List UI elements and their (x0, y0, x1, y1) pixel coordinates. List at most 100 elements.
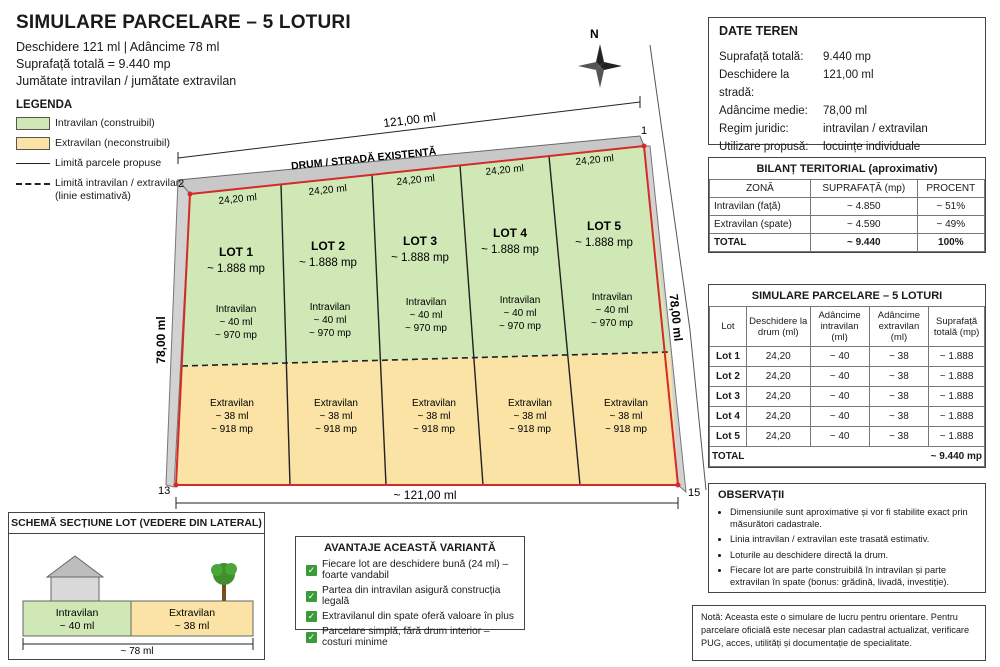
table-header-cell: PROCENT (916, 179, 986, 198)
lot-2-name: LOT 2 (311, 239, 345, 253)
frontage-lot-1: 24,20 ml (218, 192, 257, 207)
legend-label-intravilan: Intravilan (construibil) (55, 117, 155, 129)
table-cell: ~ 4.850 (809, 197, 918, 216)
lot-4-intra-1: ~ 40 ml (503, 308, 536, 319)
lot-4-labels: LOT 4 ~ 1.888 mp Intravilan ~ 40 ml ~ 97… (481, 226, 552, 435)
lot-1-intra-0: Intravilan (216, 304, 257, 315)
lot-5-intra-2: ~ 970 mp (591, 318, 633, 329)
table-cell: ~ 38 (868, 366, 930, 387)
table-cell: ~ 40 (809, 386, 870, 407)
frontage-lot-2: 24,20 ml (308, 183, 347, 198)
lot-5-intra-0: Intravilan (592, 292, 633, 303)
observatii-title: OBSERVAȚII (718, 489, 785, 501)
lot-5-intra-1: ~ 40 ml (595, 305, 628, 316)
lot-5-labels: LOT 5 ~ 1.888 mp Intravilan ~ 40 ml ~ 97… (575, 219, 648, 435)
lot-2-intra-0: Intravilan (310, 302, 351, 313)
table-header-cell: Adâncime intravilan (ml) (809, 306, 870, 347)
dim-bottom-label: ~ 121,00 ml (393, 488, 456, 502)
lot-2-labels: LOT 2 ~ 1.888 mp Intravilan ~ 40 ml ~ 97… (299, 239, 358, 435)
date-value: 9.440 mp (823, 51, 871, 63)
date-teren-row: Deschidere la stradă:121,00 ml (719, 66, 975, 102)
section-dim-line (22, 638, 254, 650)
legend-limit-line-1: Limită intravilan / extravilan (55, 177, 182, 189)
corner-marker-15 (675, 482, 681, 488)
table-cell: ~ 40 (809, 366, 870, 387)
table-cell: ~ 1.888 (928, 426, 985, 447)
table-cell: 24,20 (745, 426, 811, 447)
table-cell: 24,20 (745, 366, 811, 387)
bilant-panel: BILANȚ TERITORIAL (aproximativ) ZONĂ SUP… (708, 157, 986, 253)
table-cell: ~ 9.440 mp (746, 446, 986, 467)
divider-3-4 (459, 164, 484, 486)
legend-item-limit-parcels: Limită parcele propuse (16, 157, 186, 170)
lot-3-intra-0: Intravilan (406, 297, 447, 308)
divider-4-5 (548, 155, 581, 486)
table-cell: ~ 38 (868, 426, 930, 447)
lot-3-extra-2: ~ 918 mp (413, 424, 455, 435)
table-cell: ~ 1.888 (928, 366, 985, 387)
legend-label-limit-line: Limită intravilan / extravilan (linie es… (55, 177, 182, 203)
table-cell: ~ 38 (868, 346, 930, 367)
table-cell: ~ 40 (809, 346, 870, 367)
left-strip (165, 178, 191, 488)
lot-5-area: ~ 1.888 mp (575, 237, 633, 249)
frontage-lot-5: 24,20 ml (575, 153, 614, 168)
corner-marker-1 (641, 143, 647, 149)
dim-top-label: 121,00 ml (383, 110, 437, 130)
date-key: Deschidere la stradă: (719, 69, 790, 99)
list-item: ✓Parcelare simplă, fără drum interior – … (306, 626, 514, 648)
table-cell: 24,20 (745, 386, 811, 407)
table-cell: ~ 38 (868, 386, 930, 407)
table-cell: 24,20 (745, 406, 811, 427)
table-cell: Extravilan (spate) (709, 215, 811, 234)
frontage-labels: 24,20 ml 24,20 ml 24,20 ml 24,20 ml 24,2… (218, 153, 614, 207)
compass-icon: N (578, 27, 622, 88)
lot-4-extra-1: ~ 38 ml (513, 411, 546, 422)
date-value: intravilan / extravilan (823, 123, 928, 135)
avantaje-text: Parcelare simplă, fără drum interior – c… (322, 626, 490, 648)
lot-4-name: LOT 4 (493, 226, 527, 240)
simulare-title: SIMULARE PARCELARE – 5 LOTURI (751, 290, 943, 302)
table-cell: Lot 1 (709, 346, 747, 367)
lot-5-name: LOT 5 (587, 219, 621, 233)
bilant-title: BILANȚ TERITORIAL (aproximativ) (756, 163, 938, 175)
sectiune-panel: SCHEMĂ SECȚIUNE LOT (VEDERE DIN LATERAL)… (8, 512, 265, 660)
section-total-depth: ~ 78 ml (120, 646, 153, 657)
corner-marker-2 (187, 191, 193, 197)
date-teren-row: Adâncime medie:78,00 ml (719, 102, 975, 120)
section-intravilan-block (22, 600, 132, 637)
list-item: Loturile au deschidere directă la drum. (730, 550, 976, 562)
checkmark-icon: ✓ (306, 611, 317, 622)
lot-1-labels: LOT 1 ~ 1.888 mp Intravilan ~ 40 ml ~ 97… (207, 245, 265, 435)
table-row: Intravilan (față) ~ 4.850 ~ 51% (709, 197, 986, 216)
date-teren-title: DATE TEREN (719, 24, 798, 38)
legend-item-extravilan: Extravilan (neconstruibil) (16, 137, 186, 150)
legend: LEGENDA Intravilan (construibil) Extravi… (16, 99, 186, 210)
lot-1-area: ~ 1.888 mp (207, 263, 265, 275)
observatii-panel: OBSERVAȚII Dimensiunile sunt aproximativ… (708, 483, 986, 593)
date-teren-panel: DATE TEREN Suprafață totală:9.440 mp Des… (708, 17, 986, 153)
lot-1-extra-2: ~ 918 mp (211, 424, 253, 435)
table-row: Extravilan (spate) ~ 4.590 ~ 49% (709, 215, 986, 234)
lot-1-name: LOT 1 (219, 245, 253, 259)
section-intravilan-depth: ~ 40 ml (60, 620, 95, 632)
table-cell: ~ 1.888 (928, 406, 985, 427)
date-key: Utilizare propusă: (719, 141, 809, 153)
frontage-lot-3: 24,20 ml (396, 173, 435, 188)
legend-item-limit-line: Limită intravilan / extravilan (linie es… (16, 177, 186, 203)
table-cell: ~ 40 (809, 406, 870, 427)
lot-5-extra-2: ~ 918 mp (605, 424, 647, 435)
lot-2-extra-1: ~ 38 ml (319, 411, 352, 422)
right-road-edge-lower (689, 329, 707, 491)
lot-1-extra-1: ~ 38 ml (215, 411, 248, 422)
section-extravilan-block (130, 600, 254, 637)
lot-1-extra-0: Extravilan (210, 398, 254, 409)
table-cell: ~ 49% (916, 215, 986, 234)
lot-2-extra-2: ~ 918 mp (315, 424, 357, 435)
table-cell: ~ 1.888 (928, 386, 985, 407)
header-line-1: Deschidere 121 ml | Adâncime 78 ml (16, 40, 220, 54)
list-item: Fiecare lot are parte construibilă în in… (730, 565, 976, 588)
intravilan-extravilan-limit (181, 351, 671, 367)
